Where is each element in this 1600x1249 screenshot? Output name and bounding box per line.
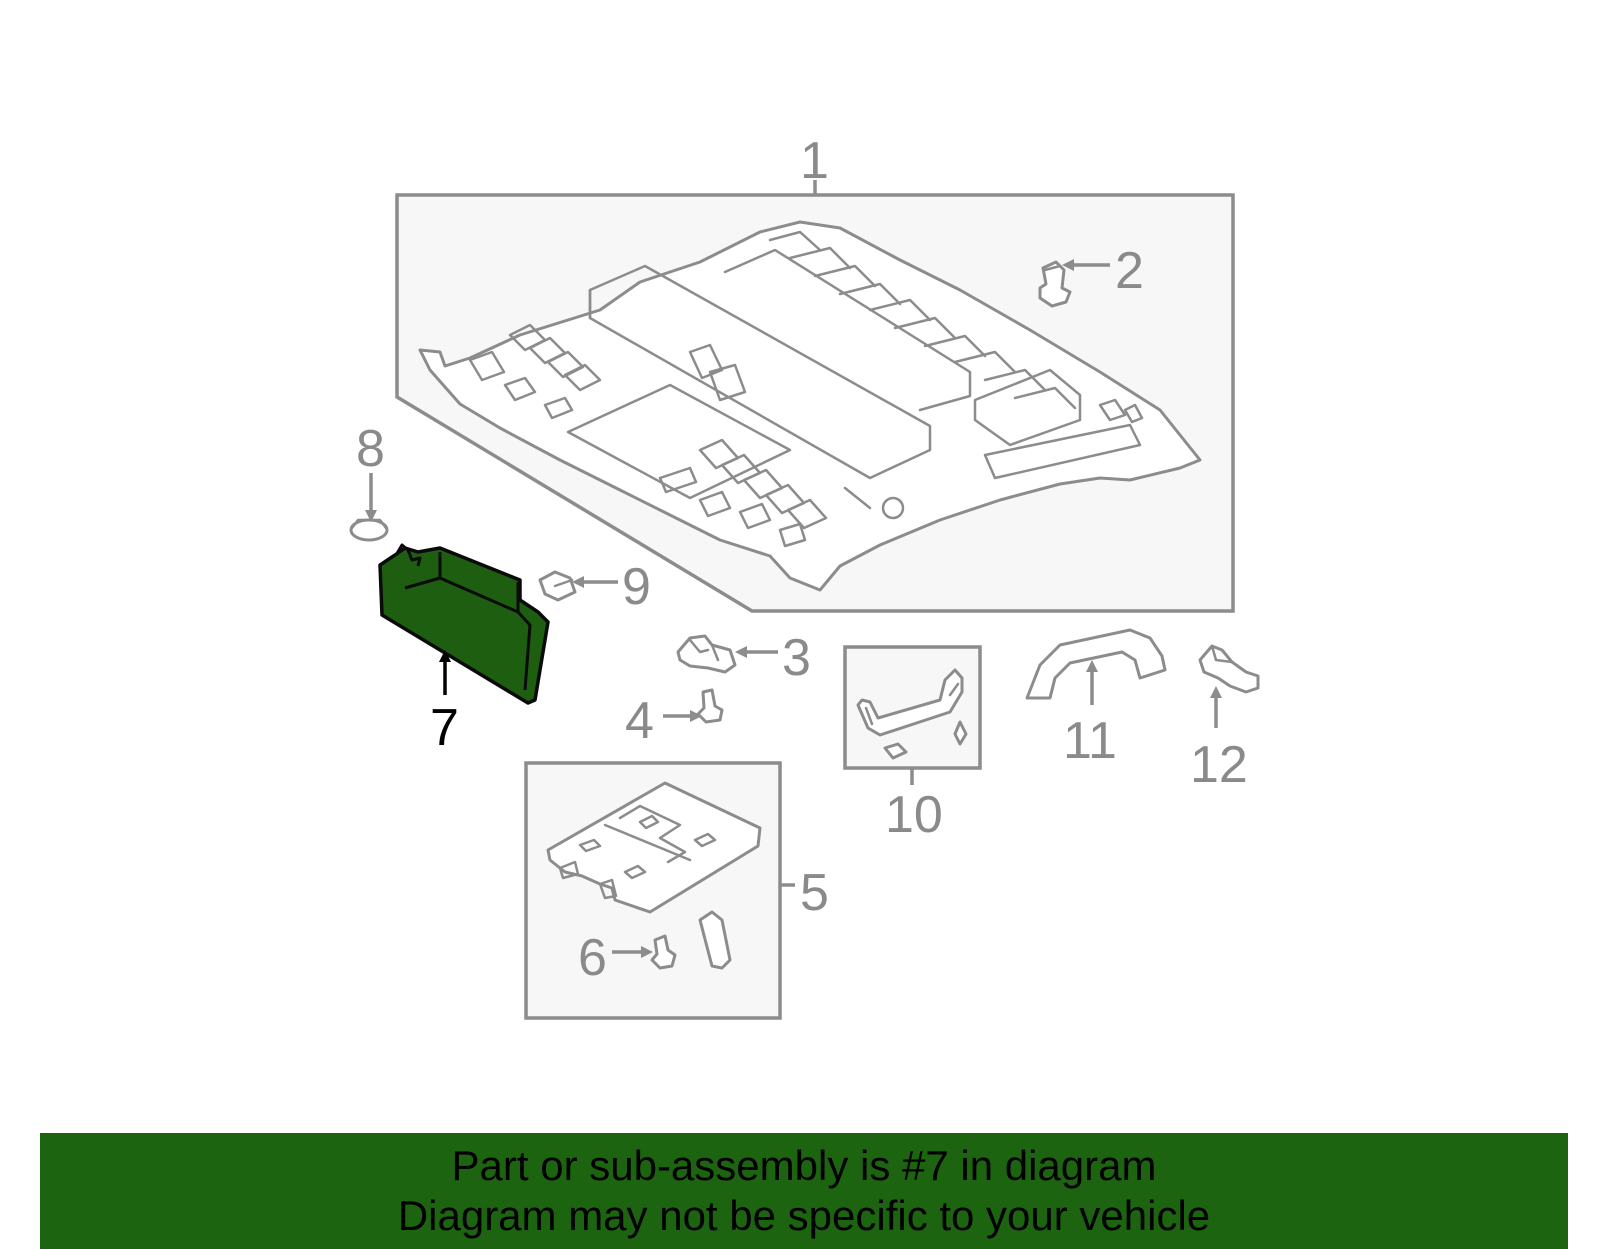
part-5-map-lamp[interactable] <box>524 761 782 1020</box>
banner-line-2: Diagram may not be specific to your vehi… <box>397 1192 1211 1239</box>
part-4-screw[interactable] <box>696 688 724 724</box>
info-banner: Part or sub-assembly is #7 in diagram Di… <box>40 1133 1568 1249</box>
part-2-clip[interactable] <box>1038 260 1072 308</box>
callout-5: 5 <box>800 864 829 922</box>
part-6-screw[interactable] <box>650 934 677 970</box>
part-7-sun-visor[interactable] <box>378 543 550 705</box>
part-9-clip[interactable] <box>538 570 577 602</box>
part-11-grab-handle[interactable] <box>1025 628 1167 700</box>
part-12-bracket[interactable] <box>1198 644 1260 694</box>
callout-12: 12 <box>1190 736 1248 794</box>
lamp-bulb <box>698 910 732 970</box>
callout-4: 4 <box>625 692 654 750</box>
banner-line-1: Part or sub-assembly is #7 in diagram <box>451 1142 1157 1189</box>
part-3-bracket[interactable] <box>676 634 737 674</box>
callout-1: 1 <box>800 132 829 190</box>
callout-10: 10 <box>885 786 943 844</box>
callout-6: 6 <box>578 929 607 987</box>
part-1-headliner[interactable] <box>395 193 1235 613</box>
callout-9: 9 <box>622 558 651 616</box>
part-10-grab-handle[interactable] <box>843 645 982 770</box>
callout-7: 7 <box>430 699 459 757</box>
callout-8: 8 <box>356 420 385 478</box>
callout-3: 3 <box>782 629 811 687</box>
callout-2: 2 <box>1115 242 1144 300</box>
part-8-fastener[interactable] <box>349 518 389 542</box>
callout-11: 11 <box>1063 712 1117 770</box>
